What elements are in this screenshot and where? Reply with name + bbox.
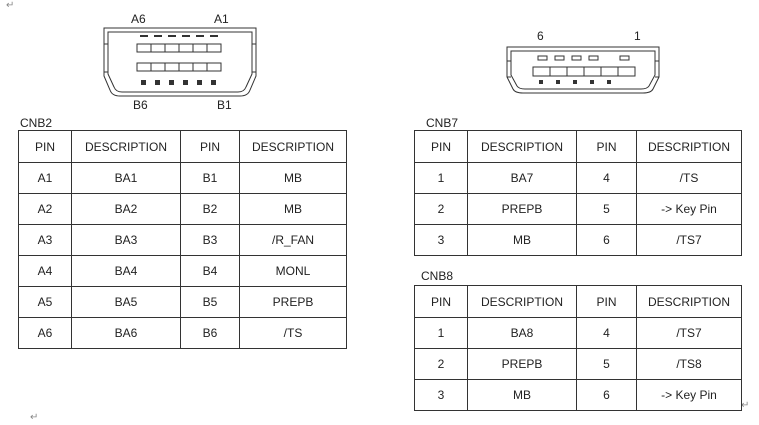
header-cell: DESCRIPTION: [71, 130, 181, 163]
header-cell: DESCRIPTION: [636, 285, 742, 318]
description-cell: -> Key Pin: [636, 379, 742, 411]
pin-cell: 6: [576, 379, 637, 411]
paragraph-mark-right: ↵: [741, 400, 750, 411]
pin-cell: A1: [18, 162, 72, 194]
pin-cell: 2: [414, 348, 468, 380]
connector-right-label-6: 6: [537, 29, 544, 43]
description-cell: PREPB: [239, 286, 347, 318]
pin-cell: B6: [180, 317, 240, 349]
cnb2-title: CNB2: [20, 116, 53, 130]
cnb2-table: PIN DESCRIPTION PIN DESCRIPTION A1 BA1 B…: [18, 130, 347, 349]
paragraph-mark-top: ↵: [6, 0, 15, 11]
description-cell: MB: [467, 224, 577, 256]
pin-cell: B3: [180, 224, 240, 256]
table-row: A6 BA6 B6 /TS: [18, 317, 347, 349]
paragraph-mark-bottom: ↵: [30, 412, 39, 423]
description-cell: BA3: [71, 224, 181, 256]
cnb7-title: CNB7: [426, 116, 459, 130]
description-cell: MB: [467, 379, 577, 411]
pin-cell: 3: [414, 379, 468, 411]
description-cell: MB: [239, 162, 347, 194]
description-cell: /TS: [239, 317, 347, 349]
table-row: 2 PREPB 5 -> Key Pin: [414, 193, 742, 225]
header-cell: PIN: [576, 130, 637, 163]
table-row: 3 MB 6 -> Key Pin: [414, 379, 742, 411]
description-cell: MONL: [239, 255, 347, 287]
connector-left-label-b6: B6: [133, 98, 148, 112]
pin-cell: 4: [576, 162, 637, 194]
header-cell: DESCRIPTION: [636, 130, 742, 163]
description-cell: BA5: [71, 286, 181, 318]
description-cell: BA2: [71, 193, 181, 225]
header-cell: PIN: [576, 285, 637, 318]
pin-cell: A2: [18, 193, 72, 225]
table-row: A5 BA5 B5 PREPB: [18, 286, 347, 318]
description-cell: BA1: [71, 162, 181, 194]
header-cell: DESCRIPTION: [467, 130, 577, 163]
description-cell: /TS7: [636, 224, 742, 256]
pin-cell: B2: [180, 193, 240, 225]
description-cell: BA7: [467, 162, 577, 194]
description-cell: /R_FAN: [239, 224, 347, 256]
table-header-row: PIN DESCRIPTION PIN DESCRIPTION: [18, 130, 347, 163]
header-cell: DESCRIPTION: [467, 285, 577, 318]
description-cell: PREPB: [467, 348, 577, 380]
description-cell: BA8: [467, 317, 577, 349]
description-cell: -> Key Pin: [636, 193, 742, 225]
table-row: A1 BA1 B1 MB: [18, 162, 347, 194]
pin-cell: 3: [414, 224, 468, 256]
cnb7-table: PIN DESCRIPTION PIN DESCRIPTION 1 BA7 4 …: [414, 130, 742, 256]
description-cell: BA6: [71, 317, 181, 349]
description-cell: /TS7: [636, 317, 742, 349]
table-row: A4 BA4 B4 MONL: [18, 255, 347, 287]
pin-cell: B4: [180, 255, 240, 287]
pin-cell: 6: [576, 224, 637, 256]
header-cell: PIN: [414, 285, 468, 318]
pin-cell: 1: [414, 317, 468, 349]
cnb8-title: CNB8: [421, 269, 454, 283]
table-row: 2 PREPB 5 /TS8: [414, 348, 742, 380]
pin-cell: B1: [180, 162, 240, 194]
pin-cell: 4: [576, 317, 637, 349]
pin-cell: A5: [18, 286, 72, 318]
table-row: 1 BA7 4 /TS: [414, 162, 742, 194]
header-cell: PIN: [414, 130, 468, 163]
cnb8-table: PIN DESCRIPTION PIN DESCRIPTION 1 BA8 4 …: [414, 285, 742, 411]
connector-left-label-a6: A6: [131, 12, 146, 26]
table-row: 3 MB 6 /TS7: [414, 224, 742, 256]
connector-right-label-1: 1: [634, 29, 641, 43]
pin-cell: 1: [414, 162, 468, 194]
table-row: A2 BA2 B2 MB: [18, 193, 347, 225]
connector-left-label-a1: A1: [214, 12, 229, 26]
pin-cell: 5: [576, 348, 637, 380]
table-row: 1 BA8 4 /TS7: [414, 317, 742, 349]
pin-cell: 5: [576, 193, 637, 225]
pin-cell: 2: [414, 193, 468, 225]
table-row: A3 BA3 B3 /R_FAN: [18, 224, 347, 256]
header-cell: PIN: [180, 130, 240, 163]
description-cell: PREPB: [467, 193, 577, 225]
pin-cell: A6: [18, 317, 72, 349]
connector-left-drawing: [103, 27, 257, 97]
connector-left-label-b1: B1: [217, 98, 232, 112]
header-cell: PIN: [18, 130, 72, 163]
header-cell: DESCRIPTION: [239, 130, 347, 163]
description-cell: BA4: [71, 255, 181, 287]
connector-right-drawing: [506, 46, 660, 94]
pin-cell: A3: [18, 224, 72, 256]
description-cell: /TS: [636, 162, 742, 194]
pin-cell: B5: [180, 286, 240, 318]
table-header-row: PIN DESCRIPTION PIN DESCRIPTION: [414, 285, 742, 318]
description-cell: /TS8: [636, 348, 742, 380]
description-cell: MB: [239, 193, 347, 225]
table-header-row: PIN DESCRIPTION PIN DESCRIPTION: [414, 130, 742, 163]
pin-cell: A4: [18, 255, 72, 287]
